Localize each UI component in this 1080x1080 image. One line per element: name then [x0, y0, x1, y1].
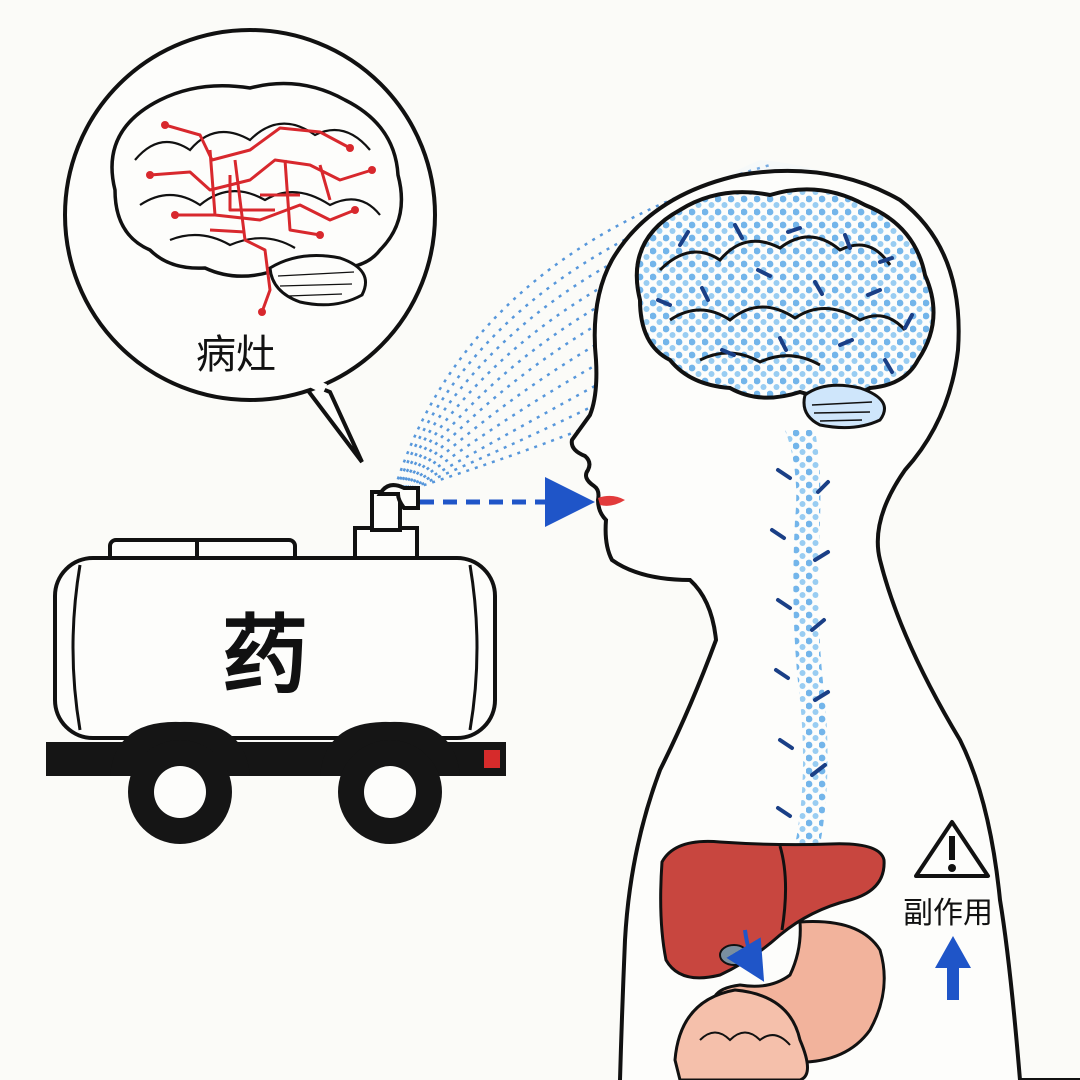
pipe-nozzle-icon	[372, 492, 400, 530]
red-taillight-icon	[484, 750, 500, 768]
lesion-bubble	[65, 30, 435, 462]
tank-label: 药	[222, 585, 308, 710]
lesion-label: 病灶	[196, 322, 276, 380]
side-effect-label: 副作用	[903, 888, 993, 932]
gallbladder	[720, 945, 748, 965]
